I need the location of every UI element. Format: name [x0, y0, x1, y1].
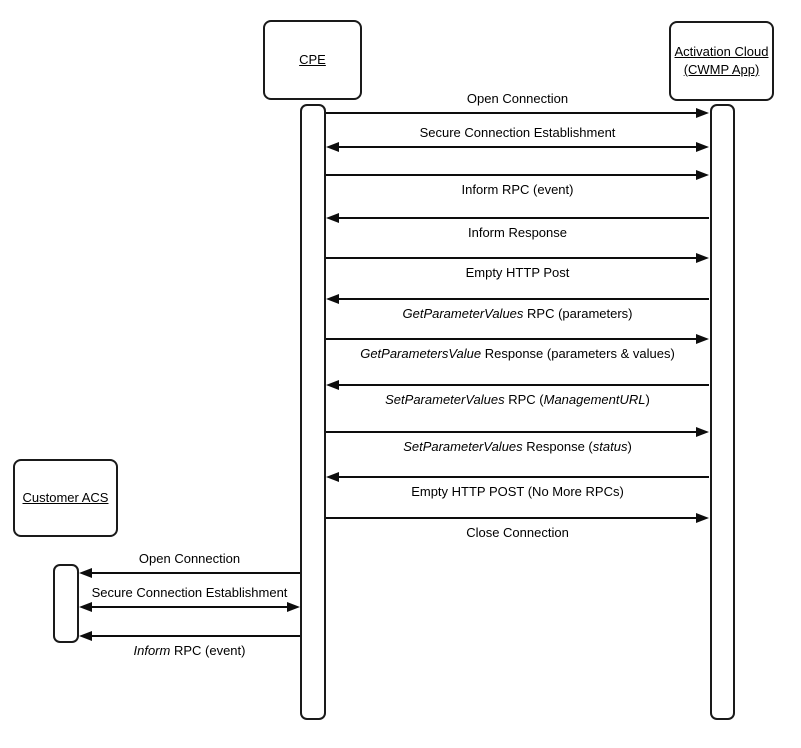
- message-label: SetParameterValues RPC (ManagementURL): [385, 392, 650, 407]
- message-label: GetParameterValues RPC (parameters): [402, 306, 633, 321]
- message-label: Empty HTTP Post: [465, 265, 570, 280]
- message-label: Inform RPC (event): [133, 643, 246, 658]
- message-line: [337, 146, 698, 148]
- lifeline-bar-cpe: [300, 104, 326, 720]
- arrowhead-left-icon: [326, 213, 339, 223]
- arrowhead-right-icon: [696, 170, 709, 180]
- message-line: [326, 174, 698, 176]
- arrowhead-left-icon: [326, 142, 339, 152]
- actor-label-customer-acs: Customer ACS: [22, 489, 109, 505]
- arrowhead-left-icon: [326, 294, 339, 304]
- message-label: Inform RPC (event): [461, 182, 574, 197]
- message-line: [326, 338, 698, 340]
- message-label: GetParametersValue Response (parameters …: [360, 346, 675, 361]
- message-line: [90, 606, 289, 608]
- message-label: Open Connection: [138, 551, 241, 566]
- message-label: SetParameterValues Response (status): [403, 439, 632, 454]
- arrowhead-right-icon: [287, 602, 300, 612]
- message-label: Close Connection: [466, 525, 569, 540]
- message-line: [337, 298, 709, 300]
- arrowhead-left-icon: [79, 631, 92, 641]
- message-line: [337, 476, 709, 478]
- arrowhead-right-icon: [696, 334, 709, 344]
- message-line: [326, 431, 698, 433]
- arrowhead-left-icon: [79, 602, 92, 612]
- actor-label-activation-cloud: Activation Cloud (CWMP App): [674, 43, 769, 77]
- arrowhead-right-icon: [696, 513, 709, 523]
- message-label: Secure Connection Establishment: [91, 585, 288, 600]
- message-line: [90, 572, 300, 574]
- message-line: [90, 635, 300, 637]
- message-line: [326, 257, 698, 259]
- arrowhead-left-icon: [326, 472, 339, 482]
- message-line: [337, 384, 709, 386]
- actor-box-cpe: CPE: [263, 20, 362, 100]
- arrowhead-right-icon: [696, 142, 709, 152]
- message-label: Open Connection: [466, 91, 569, 106]
- arrowhead-right-icon: [696, 108, 709, 118]
- message-line: [326, 517, 698, 519]
- lifeline-bar-activation-cloud: [710, 104, 735, 720]
- actor-box-activation-cloud: Activation Cloud (CWMP App): [669, 21, 774, 101]
- actor-label-cpe: CPE: [299, 51, 326, 67]
- message-label: Empty HTTP POST (No More RPCs): [411, 484, 624, 499]
- arrowhead-left-icon: [79, 568, 92, 578]
- message-line: [337, 217, 709, 219]
- arrowhead-left-icon: [326, 380, 339, 390]
- arrowhead-right-icon: [696, 427, 709, 437]
- message-line: [326, 112, 698, 114]
- actor-box-customer-acs: Customer ACS: [13, 459, 118, 537]
- arrowhead-right-icon: [696, 253, 709, 263]
- lifeline-bar-customer-acs: [53, 564, 79, 643]
- message-label: Inform Response: [468, 225, 567, 240]
- message-label: Secure Connection Establishment: [419, 125, 616, 140]
